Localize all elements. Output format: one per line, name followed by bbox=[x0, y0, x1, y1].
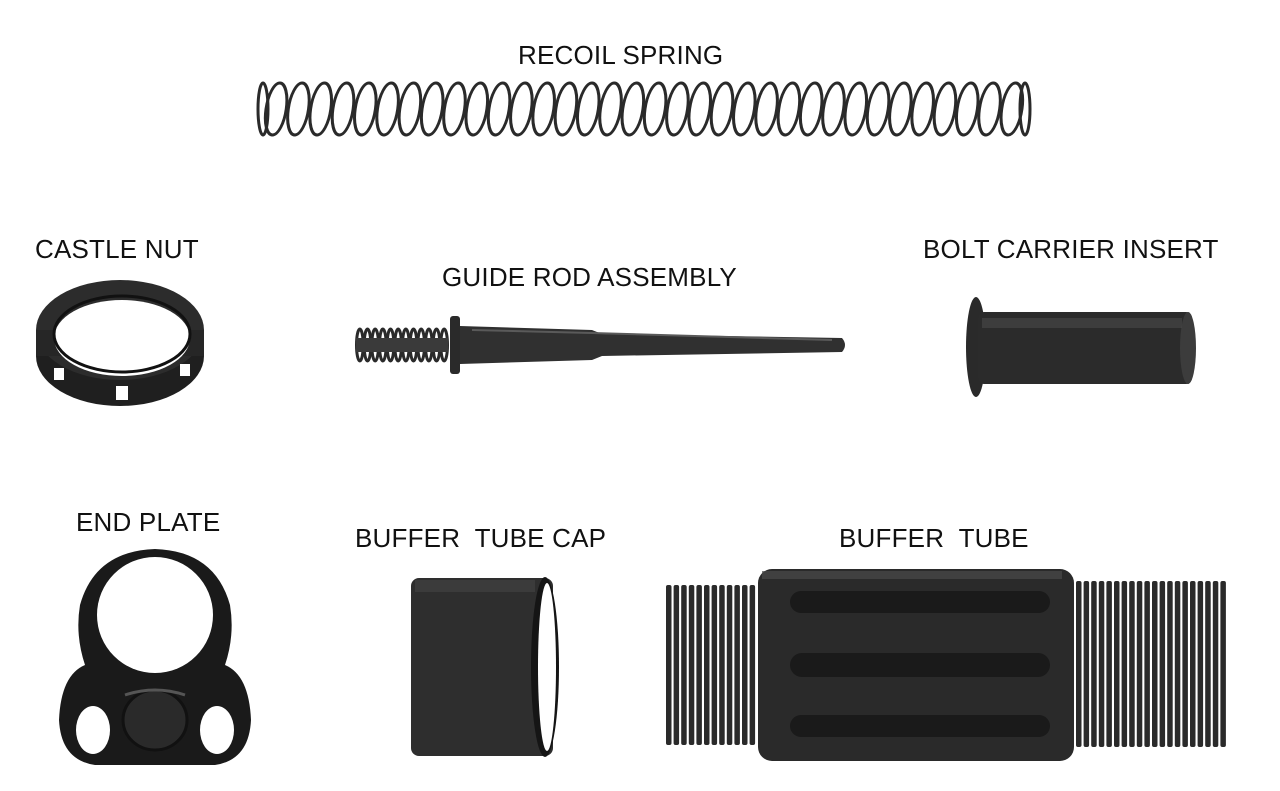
label-buffer-tube-cap: BUFFER TUBE CAP bbox=[355, 523, 607, 553]
label-guide-rod-assembly: GUIDE ROD ASSEMBLY bbox=[442, 262, 737, 292]
label-bolt-carrier-insert: BOLT CARRIER INSERT bbox=[923, 234, 1219, 264]
plate-icon bbox=[55, 545, 255, 775]
label-end-plate: END PLATE bbox=[76, 507, 221, 537]
threaded-tube-icon bbox=[662, 565, 1237, 765]
label-recoil-spring: RECOIL SPRING bbox=[518, 40, 724, 70]
label-buffer-tube: BUFFER TUBE bbox=[839, 523, 1029, 553]
sleeve-icon bbox=[962, 292, 1202, 402]
spring-icon bbox=[255, 78, 1035, 140]
rod-icon bbox=[352, 312, 852, 378]
ring-nut-icon bbox=[30, 268, 210, 418]
label-castle-nut: CASTLE NUT bbox=[35, 234, 199, 264]
cylinder-cap-icon bbox=[405, 570, 565, 765]
